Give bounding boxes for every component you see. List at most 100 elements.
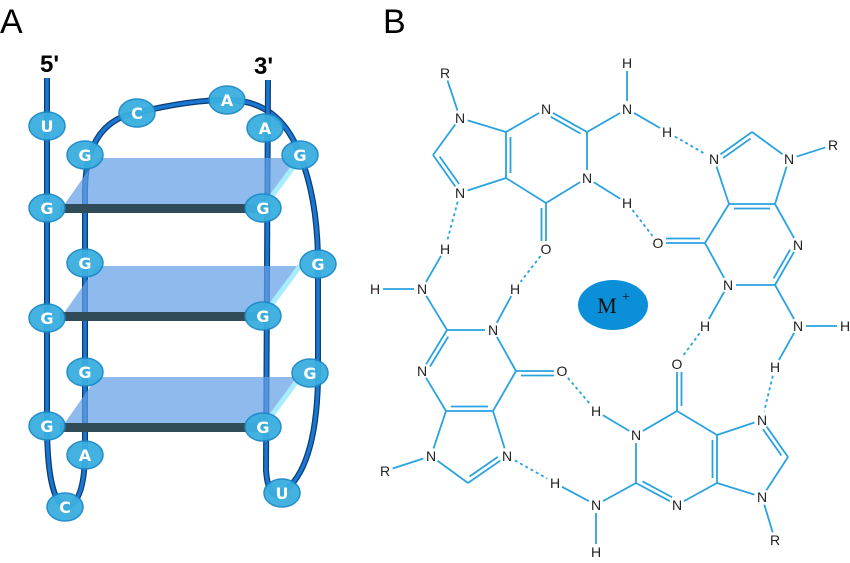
nucleotide-c: C (46, 492, 84, 522)
nucleotide-bead (118, 98, 156, 128)
bond (635, 482, 671, 503)
atom-label-n: N (793, 318, 803, 334)
bond (774, 166, 788, 205)
atom-label-h: H (510, 281, 520, 297)
atom-label-h: H (770, 359, 780, 375)
tetrad-plane-front-edge (60, 204, 265, 213)
atom-label-n: N (455, 110, 465, 126)
atom-label-n: N (488, 322, 498, 338)
atom-label-h: H (440, 241, 450, 257)
nucleotide-bead (28, 411, 66, 441)
nucleotide-g: G (244, 412, 282, 442)
bond (796, 146, 826, 158)
tetrad-plane-front-edge (60, 312, 265, 321)
nucleotide-g: G (28, 303, 66, 333)
atom-label-r: R (380, 463, 390, 479)
nucleotide-g: G (244, 193, 282, 223)
bond (561, 485, 590, 503)
nucleotide-bead (281, 140, 319, 170)
bond (602, 482, 637, 502)
atom-label-h: H (370, 281, 380, 297)
nucleotide-letter: A (79, 446, 92, 465)
nucleotide-letter: C (131, 104, 143, 123)
nucleotide-u: U (28, 111, 66, 141)
bond (774, 203, 795, 239)
cation-charge: + (622, 290, 630, 305)
nucleotide-letter: G (40, 309, 53, 328)
bond (425, 295, 448, 331)
nucleotide-g: G (281, 140, 319, 170)
double-bond-line (438, 155, 460, 185)
double-bond-line (550, 116, 581, 135)
bond (774, 251, 795, 286)
hydrogen-bond (631, 209, 654, 237)
atom-label-h: H (622, 55, 632, 71)
five-prime-label: 5' (40, 51, 59, 78)
nucleotide-letter: G (78, 254, 91, 273)
bond (716, 421, 755, 436)
bond (676, 410, 718, 436)
atom-label-h: H (622, 195, 632, 211)
nucleotide-g: G (66, 248, 104, 278)
atom-label-n: N (417, 363, 427, 379)
atom-label-n: N (709, 151, 719, 167)
bond (751, 131, 784, 156)
nucleotide-bead (244, 412, 282, 442)
bond (446, 80, 459, 111)
nucleotide-letter: A (259, 119, 272, 138)
metal-cation: M+ (578, 280, 648, 330)
atom-label-h: H (550, 475, 560, 491)
nucleotide-bead (66, 440, 104, 470)
bond (716, 482, 755, 496)
atom-label-n: N (757, 412, 767, 428)
nucleotide-bead (28, 303, 66, 333)
double-bond-line (642, 480, 673, 499)
nucleotide-letter: G (40, 199, 53, 218)
atom-label-n: N (672, 497, 682, 513)
nucleotide-letter: G (78, 363, 91, 382)
bond (436, 459, 469, 484)
nucleotide-g: G (28, 193, 66, 223)
nucleotide-letter: G (256, 418, 269, 437)
bond (432, 410, 447, 449)
nucleotide-bead (28, 111, 66, 141)
double-bond-line (469, 456, 499, 478)
bond (774, 284, 795, 320)
atom-label-o: O (653, 235, 664, 251)
nucleotide-letter: U (41, 117, 54, 136)
tetrad-plane (62, 377, 300, 427)
nucleotide-g: G (299, 249, 337, 279)
cation-symbol: M (597, 293, 617, 318)
atom-label-o: O (557, 363, 568, 379)
nucleotide-bead (299, 249, 337, 279)
atom-label-n: N (591, 497, 601, 513)
nucleotide-letter: G (303, 364, 316, 383)
bond (633, 112, 661, 129)
bond (552, 112, 588, 133)
nucleotide-bead (28, 193, 66, 223)
bond (492, 410, 506, 449)
bond (467, 459, 501, 484)
nucleotide-bead (263, 478, 301, 508)
nucleotide-letter: A (221, 91, 234, 110)
nucleotide-c: C (118, 98, 156, 128)
double-bond-line (429, 336, 450, 367)
nucleotide-bead (66, 140, 104, 170)
atom-label-h: H (840, 318, 850, 334)
bond (505, 177, 547, 204)
bond (495, 295, 513, 324)
atom-label-n: N (631, 427, 641, 443)
double-bond-line (722, 137, 752, 159)
double-bond-line (762, 428, 783, 457)
nucleotide-g: G (28, 411, 66, 441)
nucleotide-bead (244, 301, 282, 331)
atom-label-o: O (541, 241, 552, 257)
nucleotide-bead (66, 248, 104, 278)
nucleotide-letter: U (276, 484, 289, 503)
panel-b-label: B (383, 3, 406, 41)
bond (720, 131, 753, 156)
nucleotide-a: A (208, 85, 246, 115)
